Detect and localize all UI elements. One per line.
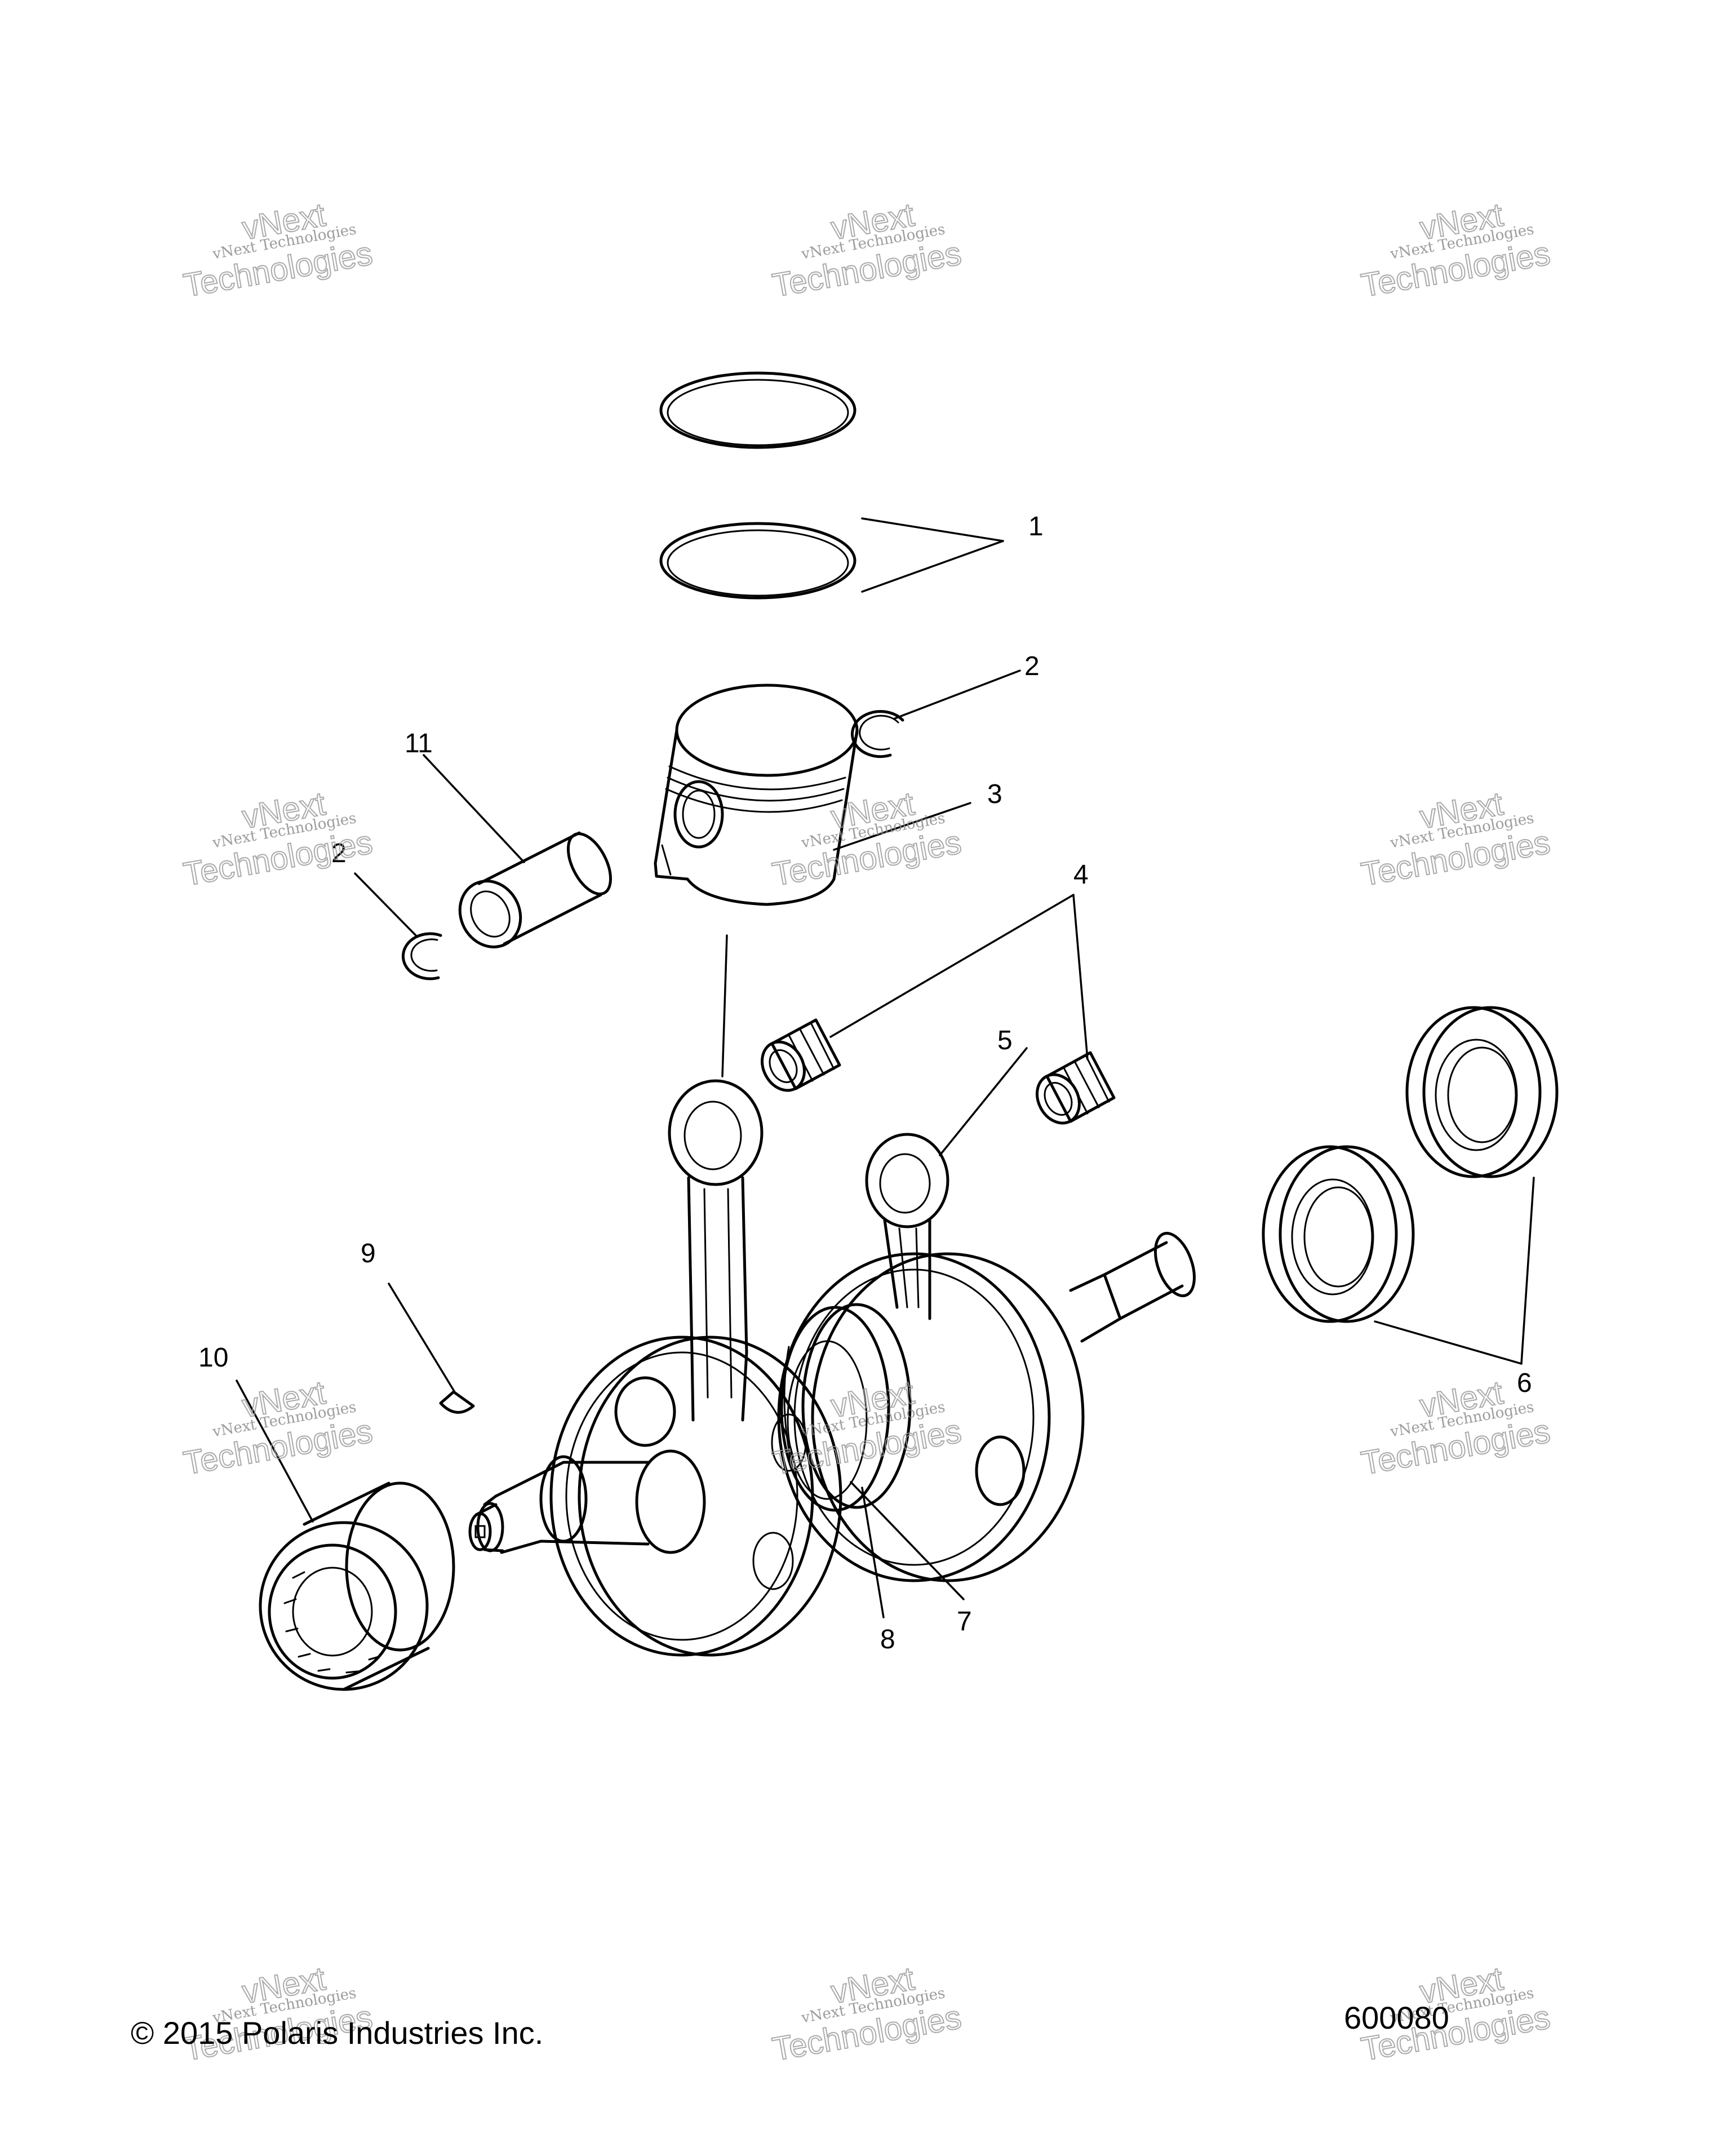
leader-lines (236, 517, 1535, 1618)
watermark: vNext Technologies vNext Technologies (180, 196, 376, 305)
piston (654, 684, 859, 906)
crankshaft (468, 1232, 1196, 1657)
main-bearing-right-front (1262, 1145, 1415, 1323)
callout-11: 11 (405, 729, 433, 758)
copyright-text: © 2015 Polaris Industries Inc. (131, 2015, 543, 2051)
main-bearing-right-rear (1405, 1006, 1559, 1178)
wrist-pin (458, 831, 612, 948)
callout-7: 7 (957, 1607, 972, 1636)
woodruff-key (439, 1390, 475, 1414)
circlip-right (851, 710, 904, 758)
watermarks: vNext Technologies vNext Technologies vN… (180, 196, 1554, 2069)
connecting-rod-right (865, 1133, 949, 1320)
connecting-rod-left (668, 1079, 764, 1422)
callout-9: 9 (361, 1239, 376, 1268)
callout-8: 8 (880, 1625, 895, 1654)
watermark: vNext Technologies vNext Technologies (180, 785, 376, 894)
callout-2-right: 2 (1024, 651, 1040, 681)
callout-2-left: 2 (331, 839, 347, 868)
watermark: vNext Technologies vNext Technologies (769, 196, 965, 305)
watermark: vNext Technologies vNext Technologies (180, 1960, 376, 2069)
watermark: vNext Technologies vNext Technologies (769, 1960, 965, 2069)
callout-5: 5 (997, 1026, 1013, 1055)
watermark: vNext Technologies vNext Technologies (1358, 196, 1554, 305)
watermark: vNext Technologies vNext Technologies (180, 1374, 376, 1483)
callout-6: 6 (1517, 1368, 1532, 1398)
diagram-number: 600080 (1344, 2000, 1449, 2035)
callout-10: 10 (198, 1343, 228, 1373)
needle-bearing-right (1036, 1051, 1116, 1125)
watermark: vNext Technologies vNext Technologies (769, 785, 965, 894)
circlip-left (401, 932, 442, 981)
callout-3: 3 (987, 779, 1002, 809)
needle-bearing-left (761, 1018, 841, 1092)
callout-1: 1 (1028, 512, 1044, 542)
piston-rings (659, 371, 856, 600)
watermark: vNext Technologies vNext Technologies (1358, 785, 1554, 894)
callouts: 1 2 3 11 2 4 5 6 7 8 9 10 (198, 512, 1532, 1654)
callout-4: 4 (1073, 860, 1089, 890)
roller-bearing-left (259, 1481, 455, 1691)
